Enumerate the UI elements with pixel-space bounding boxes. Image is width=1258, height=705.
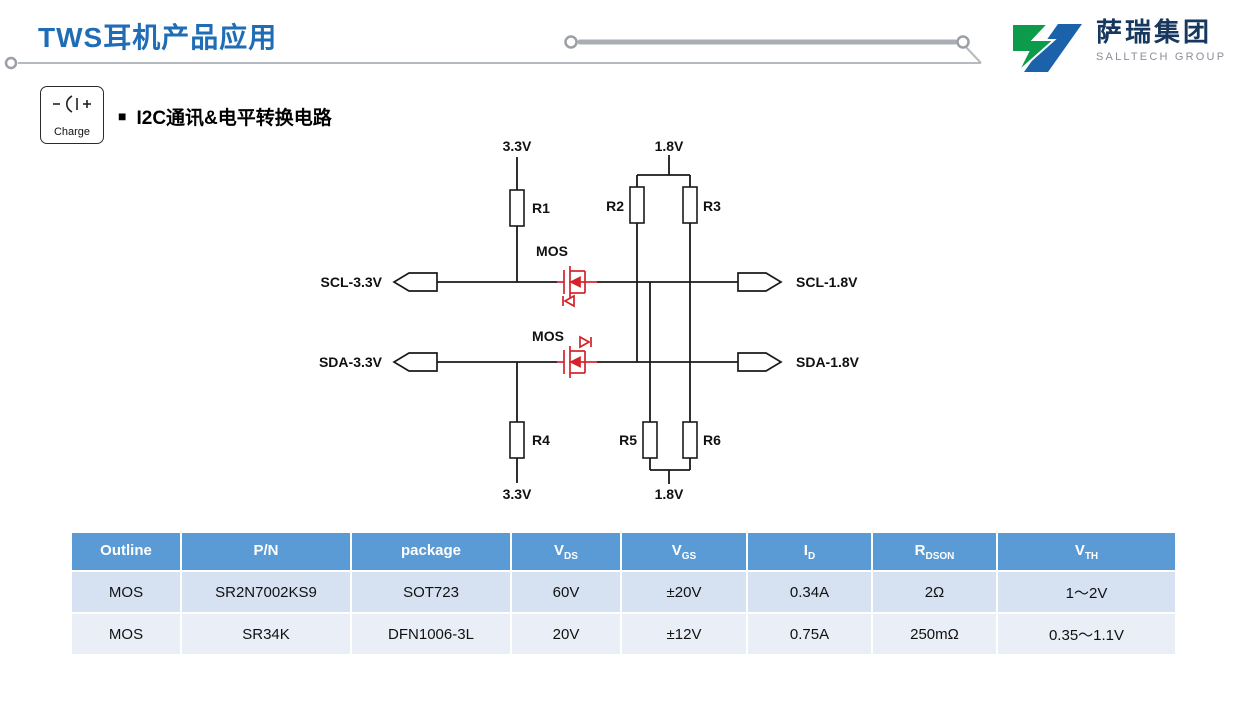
logo: 萨瑞集团 SALLTECH GROUP: [1008, 17, 1227, 76]
table-cell: MOS: [72, 614, 182, 656]
resistor-label-r2: R2: [606, 198, 624, 214]
table-cell: 2Ω: [873, 572, 998, 614]
table-cell: 0.34A: [748, 572, 873, 614]
section-title-text: I2C通讯&电平转换电路: [136, 108, 332, 129]
spec-table: Outline P/N package VDS VGS ID RDSON VTH…: [72, 533, 1175, 656]
signal-label-sda-18v: SDA-1.8V: [796, 354, 860, 370]
supply-label-33v-top: 3.3V: [503, 138, 532, 154]
mosfet-top-icon: [557, 266, 597, 308]
column-header-vgs: VGS: [622, 533, 748, 572]
table-cell: 0.75A: [748, 614, 873, 656]
page-title: TWS耳机产品应用: [38, 22, 278, 53]
resistor-label-r6: R6: [703, 432, 721, 448]
table-row: MOS SR34K DFN1006-3L 20V ±12V 0.75A 250m…: [72, 614, 1175, 656]
table-cell: ±12V: [622, 614, 748, 656]
table-cell: 60V: [512, 572, 622, 614]
decor-ring-left: [564, 35, 578, 49]
column-header-outline: Outline: [72, 533, 182, 572]
decor-ring-right: [956, 35, 970, 49]
table-cell: ±20V: [622, 572, 748, 614]
resistor-r1: [509, 189, 525, 227]
mos-label-top: MOS: [536, 243, 568, 259]
charge-icon: [53, 95, 91, 113]
table-cell: DFN1006-3L: [352, 614, 512, 656]
header-decoration: [4, 35, 982, 70]
supply-label-18v-top: 1.8V: [655, 138, 684, 154]
charge-box: Charge: [40, 86, 104, 144]
table-cell: SR2N7002KS9: [182, 572, 352, 614]
supply-label-33v-bottom: 3.3V: [503, 486, 532, 502]
resistor-r5: [642, 421, 658, 459]
connector-sda-33v: [392, 352, 438, 372]
connector-sda-18v: [737, 352, 783, 372]
charge-label: Charge: [53, 126, 91, 138]
mos-label-bottom: MOS: [532, 328, 564, 344]
circuit-diagram: 3.3V 1.8V 3.3V 1.8V R1 R2 R3 R4 R5 R6 MO…: [319, 138, 860, 502]
column-header-vds: VDS: [512, 533, 622, 572]
table-cell: 1～2V: [998, 572, 1175, 614]
logo-mark-icon: [1011, 23, 1082, 73]
resistor-r4: [509, 421, 525, 459]
resistor-label-r1: R1: [532, 200, 550, 216]
square-bullet-icon: ■: [118, 107, 127, 124]
signal-label-scl-18v: SCL-1.8V: [796, 274, 858, 290]
decor-ring-edge: [4, 56, 18, 70]
signal-label-sda-33v: SDA-3.3V: [319, 354, 383, 370]
table-cell: SOT723: [352, 572, 512, 614]
column-header-vth: VTH: [998, 533, 1175, 572]
connector-scl-18v: [737, 272, 783, 292]
table-cell: MOS: [72, 572, 182, 614]
table-row: MOS SR2N7002KS9 SOT723 60V ±20V 0.34A 2Ω…: [72, 572, 1175, 614]
column-header-rdson: RDSON: [873, 533, 998, 572]
resistor-r2: [629, 186, 645, 224]
mosfet-bottom-icon: [557, 335, 597, 378]
resistor-label-r4: R4: [532, 432, 550, 448]
logo-company-name-en: SALLTECH GROUP: [1096, 50, 1227, 63]
table-cell: 250mΩ: [873, 614, 998, 656]
connector-scl-33v: [392, 272, 438, 292]
column-header-pn: P/N: [182, 533, 352, 572]
column-header-id: ID: [748, 533, 873, 572]
resistor-r6: [682, 421, 698, 459]
section-title: ■ I2C通讯&电平转换电路: [118, 103, 332, 130]
column-header-package: package: [352, 533, 512, 572]
supply-label-18v-bottom: 1.8V: [655, 486, 684, 502]
signal-label-scl-33v: SCL-3.3V: [321, 274, 383, 290]
resistor-r3: [682, 186, 698, 224]
resistor-label-r3: R3: [703, 198, 721, 214]
resistor-label-r5: R5: [619, 432, 637, 448]
table-header-row: Outline P/N package VDS VGS ID RDSON VTH: [72, 533, 1175, 572]
table-cell: 0.35～1.1V: [998, 614, 1175, 656]
logo-company-name: 萨瑞集团: [1096, 17, 1213, 47]
table-cell: 20V: [512, 614, 622, 656]
table-cell: SR34K: [182, 614, 352, 656]
